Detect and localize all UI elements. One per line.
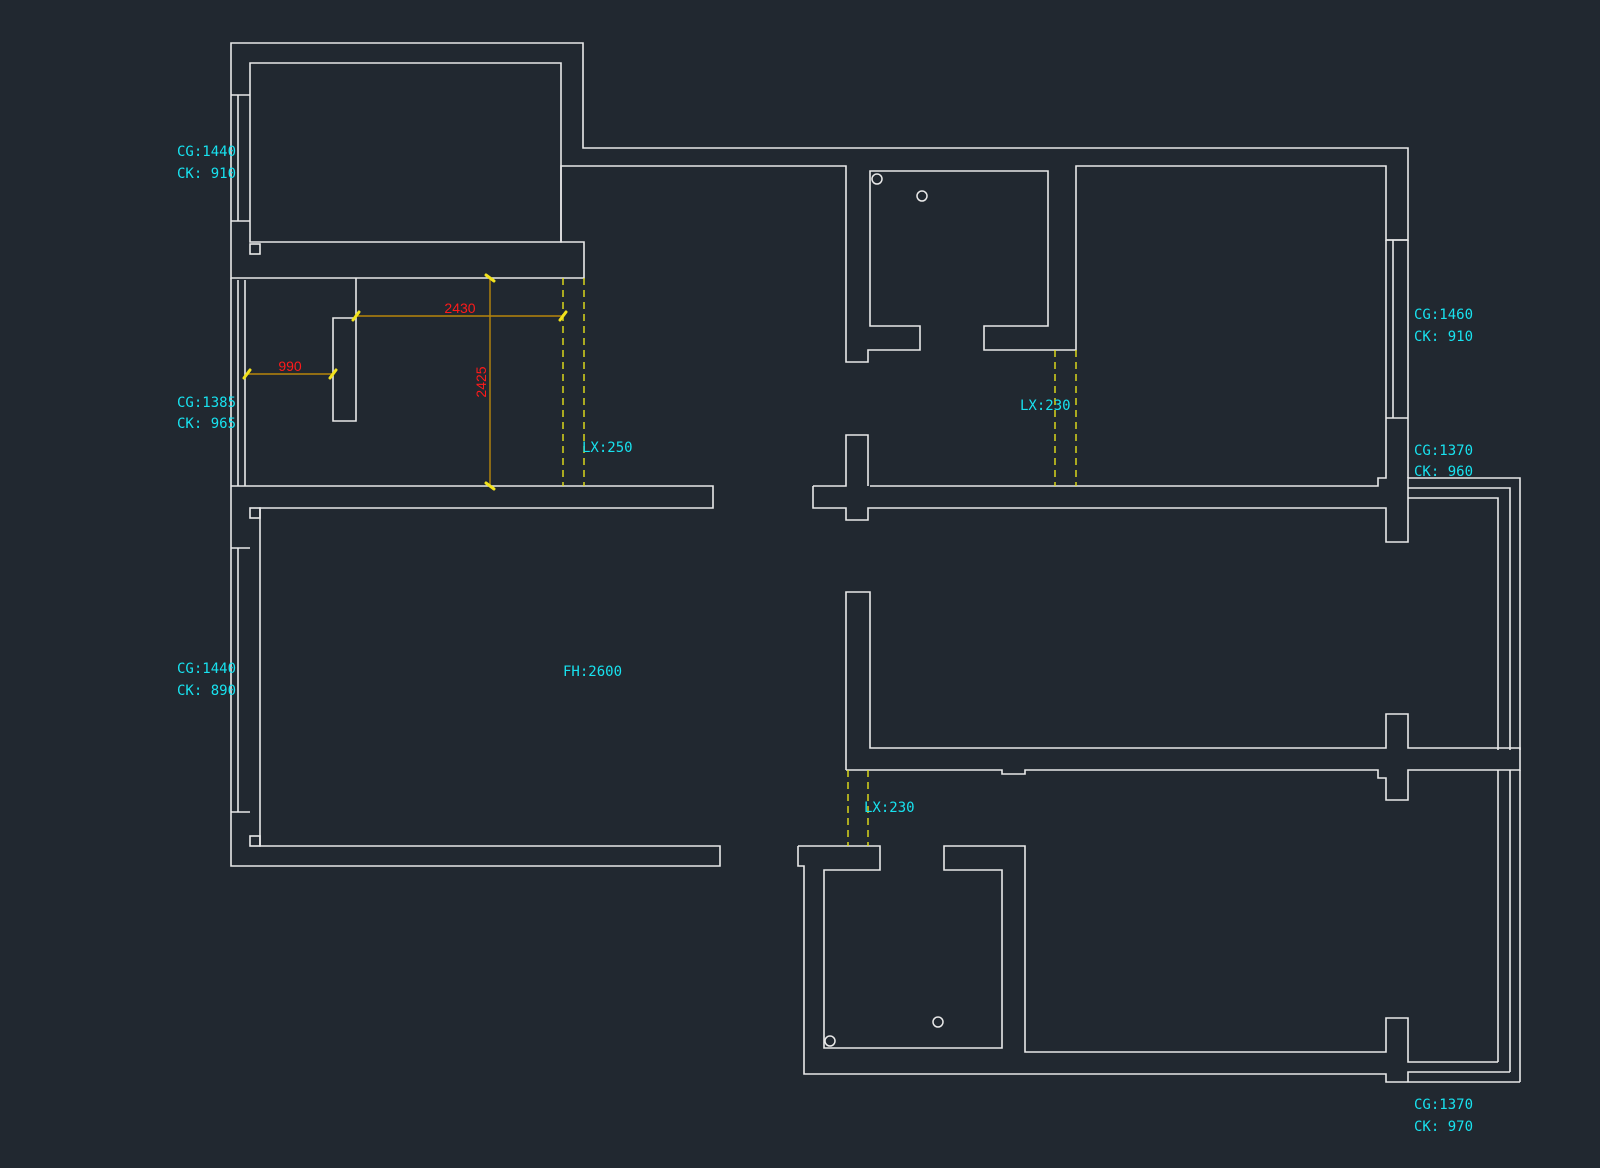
room-height-label: FH:2600 [563,664,622,680]
window-cg-label: CG:1385 [177,395,236,411]
wall-top-left-inner [249,62,562,243]
dim-label-2430: 2430 [444,300,475,316]
pipes [824,173,944,1047]
window-cg-label: CG:1370 [1414,1097,1473,1113]
wall-living-left [230,486,721,867]
pipe-icon [932,1016,944,1028]
pipe-icon [916,190,928,202]
window-cg-label: CG:1370 [1414,443,1473,459]
dim-tick [351,310,361,322]
window-annotations: CG:1440 CK: 910 CG:1385 CK: 965 CG:1440 … [177,144,1473,1135]
wall-mid-right [845,591,1521,801]
pipe-icon [824,1035,836,1047]
window-ck-label: CK: 960 [1414,464,1473,480]
wall-corner-stub [249,243,261,255]
wall-balcony-right [1408,487,1511,750]
dim-tick [484,273,496,283]
wall-top-left-outer [230,42,1409,422]
wall-corner-stub-3 [249,835,261,847]
window-cg-label: CG:1440 [177,144,236,160]
window-cg-label: CG:1460 [1414,307,1473,323]
window-ck-label: CK: 910 [1414,329,1473,345]
window-ck-label: CK: 965 [177,416,236,432]
walls [230,42,1521,1083]
window-frame-1 [231,94,250,222]
wall-balcony-right-lower [1497,770,1521,1082]
wall-corridor-upper [231,434,1521,822]
dim-tick [484,481,496,491]
beam-label: LX:230 [1020,398,1071,414]
beam-label: LX:230 [864,800,915,816]
door-openings [562,278,1077,846]
dim-tick [242,368,252,380]
window-ck-label: CK: 910 [177,166,236,182]
beam-label: LX:250 [582,440,633,456]
wall-bottom-right [797,845,1520,1083]
dim-label-2425: 2425 [473,366,489,397]
pipe-icon [871,173,883,185]
window-ck-label: CK: 970 [1414,1119,1473,1135]
dim-tick [328,368,338,380]
dim-label-990: 990 [278,358,302,374]
dim-tick [558,310,568,322]
beam-annotations: LX:250 LX:230 LX:230 FH:2600 [563,398,1071,816]
wall-right-upper [870,240,1409,487]
window-frame-2 [230,278,246,486]
window-cg-label: CG:1440 [177,661,236,677]
window-frame-4 [1386,239,1408,419]
wall-corner-stub-2 [249,507,261,519]
window-ck-label: CK: 890 [177,683,236,699]
window-frame-3 [231,547,250,813]
dimension-lines: 990 2430 2425 [242,273,568,491]
